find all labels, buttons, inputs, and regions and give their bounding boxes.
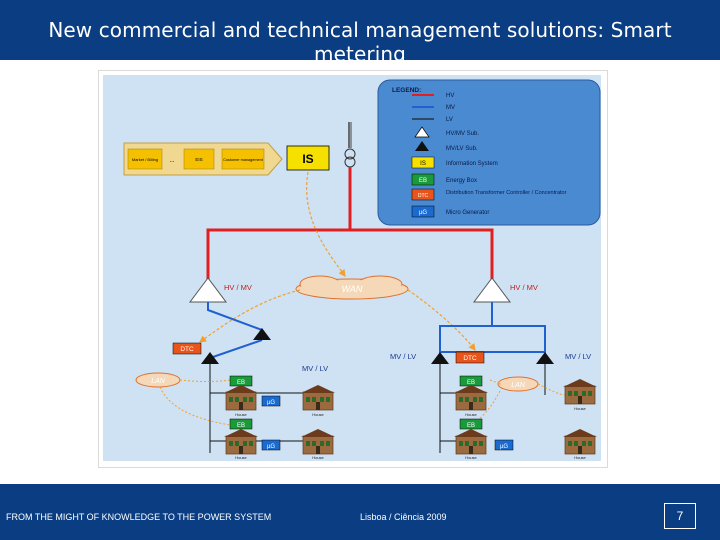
legend-dtc-label: Distribution Transformer Controller / Co… <box>446 190 567 196</box>
mvlv-label-1: MV / LV <box>302 364 328 373</box>
chain-ellipsis: ... <box>169 158 174 164</box>
hvmv-label-left: HV / MV <box>224 283 252 292</box>
legend-hvmv-label: HV/MV Sub. <box>446 131 479 137</box>
house-icon <box>562 428 598 455</box>
lan-label-right: LAN <box>511 382 526 389</box>
mvlv-substation-3 <box>431 352 449 364</box>
eb-label-4: EB <box>467 423 475 429</box>
dtc-legend-text: DTC <box>418 193 429 199</box>
title-bar: New commercial and technical management … <box>0 0 720 66</box>
house-label: House <box>465 412 477 417</box>
ug-label-2: µG <box>267 444 275 450</box>
eb-label-2: EB <box>237 423 245 429</box>
dtc-box-left <box>172 342 202 355</box>
house-label: House <box>235 412 247 417</box>
mvlv-label-2: MV / LV <box>390 352 416 361</box>
is-box <box>286 145 330 171</box>
ug-label-3: µG <box>500 444 508 450</box>
house-label: House <box>235 455 247 460</box>
customer-management-box <box>221 148 265 170</box>
mvlv-substation-4 <box>536 352 554 364</box>
house-label: House <box>574 406 586 411</box>
eis-box <box>183 148 215 170</box>
legend-mvlv-label: MV/LV Sub. <box>446 146 478 152</box>
legend-box <box>377 79 601 226</box>
house-label: House <box>465 455 477 460</box>
eb-label-1: EB <box>237 380 245 386</box>
footer-tagline: FROM THE MIGHT OF KNOWLEDGE TO THE POWER… <box>6 512 272 522</box>
house-icon <box>562 378 598 405</box>
ug-box-3 <box>494 439 514 451</box>
house-icon <box>223 428 259 455</box>
page-number: 7 <box>664 503 696 529</box>
house-icon <box>223 384 259 411</box>
footer-location: Lisboa / Ciência 2009 <box>360 512 447 522</box>
eb-legend-icon <box>411 173 435 186</box>
ug-box-1 <box>261 395 281 407</box>
legend-lv-label: LV <box>446 117 453 123</box>
house-label: House <box>312 455 324 460</box>
house-label: House <box>312 412 324 417</box>
house-icon <box>300 428 336 455</box>
wan-label: WAN <box>342 284 363 294</box>
wan-dtc-right-link <box>407 289 476 351</box>
hvmv-substation-left <box>189 277 227 303</box>
triangle-white-icon <box>414 126 430 138</box>
mv-line-left <box>207 302 263 331</box>
footer-bar <box>0 484 720 540</box>
market-billing-box <box>127 148 163 170</box>
ug-legend-icon <box>411 205 435 218</box>
hv-network-line <box>206 228 494 280</box>
dtc-label-right: DTC <box>463 355 477 362</box>
slide-title: New commercial and technical management … <box>48 18 672 66</box>
hvmv-substation-right <box>473 277 511 303</box>
eis-label: EIS <box>195 157 202 162</box>
house-icon <box>453 428 489 455</box>
ug-legend-text: µG <box>419 210 427 216</box>
house-icon <box>453 384 489 411</box>
mvlv-substation-2 <box>201 352 219 364</box>
dtc-label-left: DTC <box>180 346 194 353</box>
mv-line-right <box>439 302 546 353</box>
legend-is-label: Information System <box>446 161 498 167</box>
eb-label-3: EB <box>467 380 475 386</box>
triangle-black-icon <box>415 141 429 151</box>
mvlv-substation-1 <box>253 328 271 340</box>
market-billing-label: Market / Billing <box>132 157 158 162</box>
wan-dtc-left-link <box>199 289 301 343</box>
is-legend-icon <box>411 156 435 169</box>
house-icon <box>300 384 336 411</box>
is-legend-text: IS <box>420 161 426 167</box>
lan-label-left: LAN <box>151 378 166 385</box>
hvmv-label-right: HV / MV <box>510 283 538 292</box>
ug-label-1: µG <box>267 400 275 406</box>
legend-eb-label: Energy Box <box>446 178 477 184</box>
is-label: IS <box>302 152 313 166</box>
transformer-icon <box>344 148 356 160</box>
wan-cloud <box>295 275 409 300</box>
legend-mv-label: MV <box>446 105 455 111</box>
dtc-legend-icon <box>411 188 435 201</box>
customer-management-label: Customer management <box>223 158 264 162</box>
mvlv-label-3: MV / LV <box>565 352 591 361</box>
lan-links <box>159 379 566 426</box>
is-wan-link <box>306 171 346 277</box>
legend-title: LEGEND: <box>392 87 421 94</box>
house-label: House <box>574 455 586 460</box>
legend-hv-label: HV <box>446 93 454 99</box>
eb-legend-text: EB <box>419 178 427 184</box>
ug-box-2 <box>261 439 281 451</box>
legend-ug-label: Micro Generator <box>446 210 489 216</box>
dtc-box-right <box>455 351 485 364</box>
